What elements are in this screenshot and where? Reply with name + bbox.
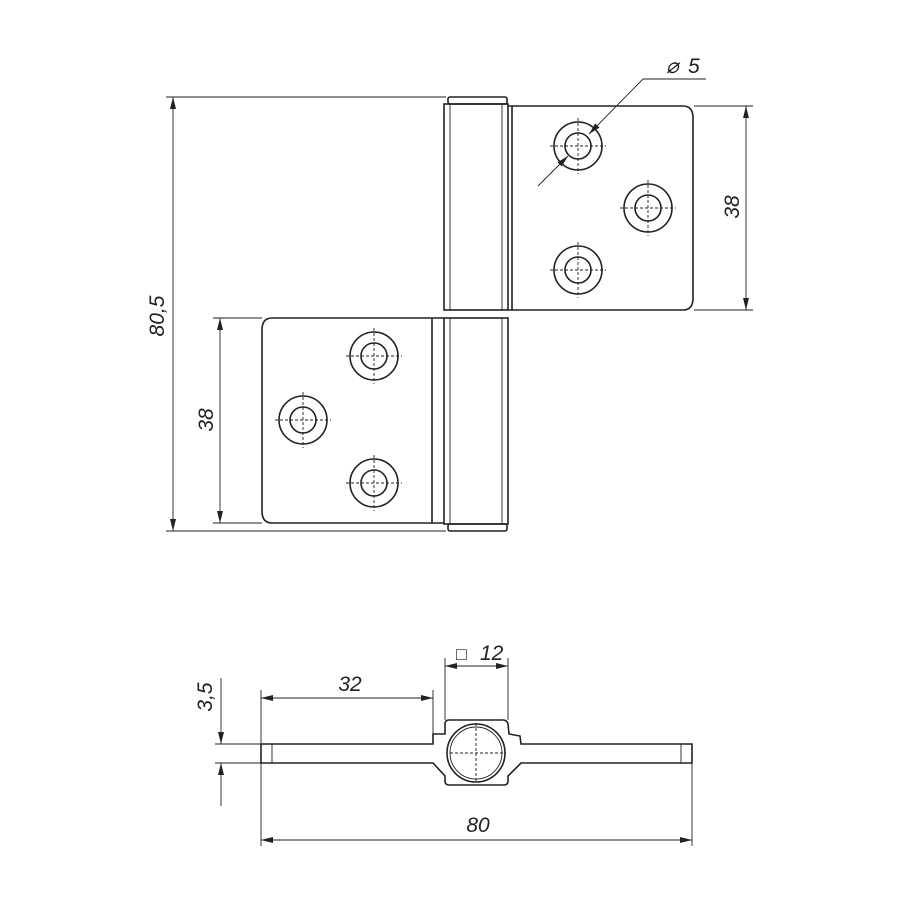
screw-holes (275, 118, 676, 511)
dimension-upper-leaf: 38 (694, 105, 753, 311)
upper-knuckle (443, 96, 513, 311)
dimension-hole-diameter: ⌀ 5 (537, 55, 706, 187)
front-view: 80,5 38 38 ⌀ 5 (146, 55, 753, 532)
dimension-total-width: 80 (260, 763, 693, 846)
upper-leaf (508, 105, 694, 311)
square-symbol: □ (456, 644, 467, 664)
lower-leaf (261, 317, 444, 524)
total-width-label: 80 (466, 814, 490, 837)
screw-hole (620, 180, 676, 236)
screw-hole (275, 392, 331, 448)
upper-leaf-height-label: 38 (721, 195, 744, 219)
lower-leaf-height-label: 38 (195, 408, 218, 432)
hinge-profile (260, 719, 693, 786)
dimension-plate-thickness: 3,5 (194, 678, 261, 806)
dimension-leaf-width: 32 (260, 673, 434, 744)
plate-thickness-label: 3,5 (194, 682, 217, 712)
diameter-symbol: ⌀ (666, 55, 681, 78)
dimension-total-height: 80,5 (146, 96, 446, 532)
dimension-lower-leaf: 38 (195, 317, 262, 524)
dimension-knuckle-size: □ 12 (444, 642, 509, 720)
screw-hole (346, 455, 402, 511)
screw-hole (550, 118, 606, 174)
hole-diameter-label: 5 (688, 55, 700, 78)
screw-hole (550, 242, 606, 298)
knuckle-size-label: 12 (480, 642, 504, 665)
leaf-width-label: 32 (338, 673, 362, 696)
total-height-label: 80,5 (146, 295, 169, 336)
top-view: 32 □ 12 3,5 80 (194, 642, 693, 846)
lower-knuckle (431, 317, 509, 532)
screw-hole (346, 328, 402, 384)
